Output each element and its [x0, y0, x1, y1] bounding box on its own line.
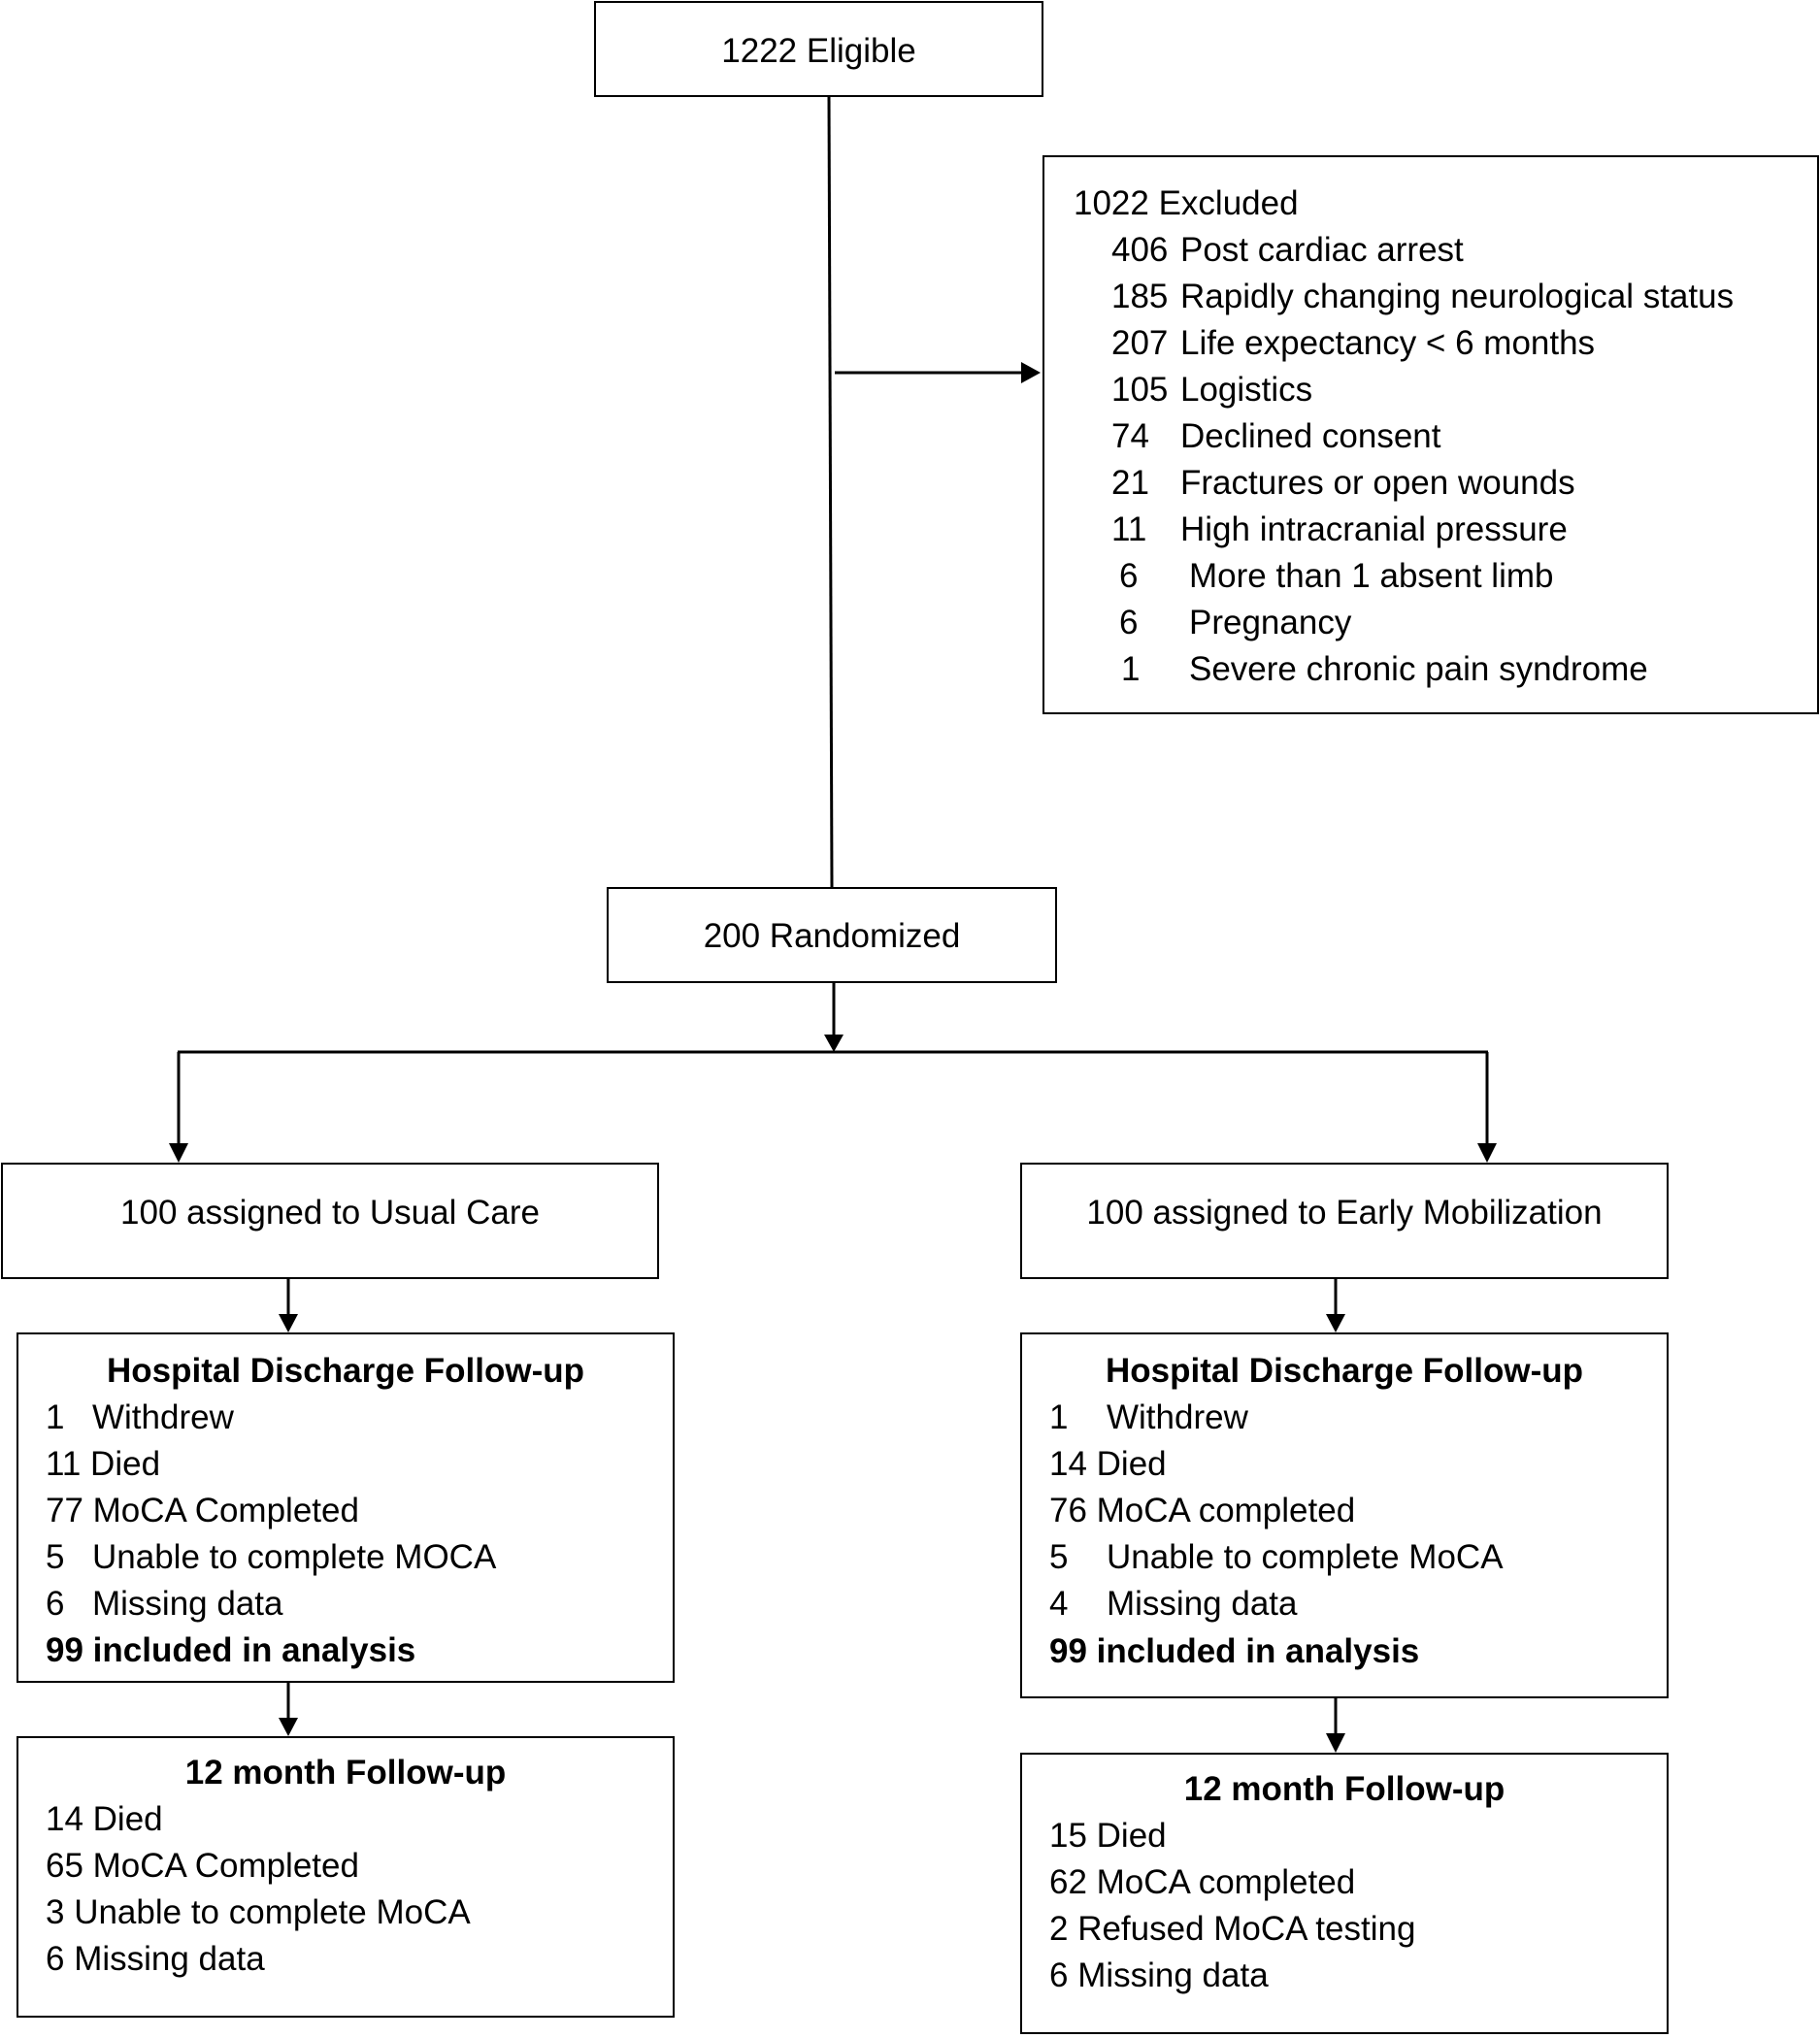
excluded-count: 185: [1111, 278, 1169, 315]
usual-care-assigned-label: 100 assigned to Usual Care: [120, 1194, 540, 1232]
usual-care-discharge-arrowhead: [279, 1314, 298, 1332]
usual-care-12month-line: 3 Unable to complete MoCA: [46, 1893, 471, 1931]
usual-care-12month-line: 65 MoCA Completed: [46, 1847, 359, 1885]
usual-care-died: 11 Died: [46, 1445, 161, 1483]
usual-care-12month-line: 14 Died: [46, 1800, 163, 1838]
usual-care-discharge-box: Hospital Discharge Follow-up 1 Withdrew …: [17, 1332, 675, 1683]
excluded-reason: Severe chronic pain syndrome: [1189, 650, 1648, 688]
randomized-box: 200 Randomized: [607, 887, 1057, 983]
usual-care-assigned-box: 100 assigned to Usual Care: [1, 1163, 659, 1279]
excluded-reason: Fractures or open wounds: [1180, 464, 1575, 502]
usual-care-unable-label: Unable to complete MOCA: [92, 1538, 497, 1576]
usual-care-moca-completed: 77 MoCA Completed: [46, 1492, 359, 1529]
early-mobilization-assigned-label: 100 assigned to Early Mobilization: [1086, 1194, 1603, 1232]
early-mob-12month-line: 2 Refused MoCA testing: [1049, 1910, 1416, 1948]
early-mob-moca-completed: 76 MoCA completed: [1049, 1492, 1356, 1529]
early-mobilization-assigned-box: 100 assigned to Early Mobilization: [1020, 1163, 1669, 1279]
excluded-reason: Declined consent: [1180, 417, 1441, 455]
usual-care-12month-title: 12 month Follow-up: [184, 1754, 507, 1791]
early-mobilization-12month-title: 12 month Follow-up: [1183, 1770, 1506, 1808]
excluded-count: 21: [1111, 464, 1149, 502]
excluded-reason: Logistics: [1180, 371, 1313, 409]
usual-care-unable-count: 5: [46, 1538, 65, 1576]
early-mobilization-12month-box: 12 month Follow-up 15 Died 62 MoCA compl…: [1020, 1753, 1669, 2034]
usual-care-withdrew-count: 1: [46, 1398, 65, 1436]
usual-care-withdrew-label: Withdrew: [92, 1398, 234, 1436]
early-mob-12month-line: 15 Died: [1049, 1817, 1167, 1855]
excluded-header: 1022 Excluded: [1074, 184, 1299, 222]
trunk-connector: [827, 96, 834, 888]
exclusion-arrowhead: [1021, 362, 1041, 383]
eligible-label: 1222 Eligible: [721, 32, 916, 70]
excluded-reason: Pregnancy: [1189, 604, 1352, 641]
early-mobilization-discharge-box: Hospital Discharge Follow-up 1 Withdrew …: [1020, 1332, 1669, 1698]
eligible-box: 1222 Eligible: [594, 1, 1043, 97]
excluded-count: 1: [1121, 650, 1141, 688]
early-mob-discharge-arrowhead: [1326, 1314, 1345, 1332]
early-mobilization-arrowhead: [1477, 1143, 1497, 1163]
usual-care-12month-arrowhead: [279, 1718, 298, 1736]
excluded-reason: More than 1 absent limb: [1189, 557, 1554, 595]
excluded-reason: Life expectancy < 6 months: [1180, 324, 1596, 362]
early-mob-missing-label: Missing data: [1107, 1585, 1298, 1623]
usual-care-arrowhead: [169, 1143, 188, 1163]
early-mob-unable-count: 5: [1049, 1538, 1069, 1576]
early-mob-12month-line: 6 Missing data: [1049, 1956, 1269, 1994]
excluded-count: 6: [1119, 557, 1139, 595]
usual-care-analysis: 99 included in analysis: [46, 1631, 416, 1669]
excluded-count: 74: [1111, 417, 1149, 455]
excluded-reason: High intracranial pressure: [1180, 510, 1568, 548]
excluded-count: 6: [1119, 604, 1139, 641]
usual-care-discharge-title: Hospital Discharge Follow-up: [107, 1352, 584, 1390]
early-mob-missing-count: 4: [1049, 1585, 1069, 1623]
early-mob-unable-label: Unable to complete MoCA: [1107, 1538, 1504, 1576]
usual-care-12month-box: 12 month Follow-up 14 Died 65 MoCA Compl…: [17, 1736, 675, 2018]
excluded-count: 406: [1111, 231, 1169, 269]
randomized-label: 200 Randomized: [703, 917, 961, 955]
excluded-box: 1022 Excluded 406 Post cardiac arrest 18…: [1042, 155, 1819, 714]
usual-care-missing-label: Missing data: [92, 1585, 283, 1623]
excluded-count: 11: [1111, 510, 1147, 548]
early-mob-withdrew-label: Withdrew: [1107, 1398, 1248, 1436]
early-mob-12month-line: 62 MoCA completed: [1049, 1863, 1356, 1901]
early-mobilization-discharge-title: Hospital Discharge Follow-up: [1106, 1352, 1583, 1390]
early-mob-died: 14 Died: [1049, 1445, 1167, 1483]
split-arrowhead: [824, 1035, 844, 1052]
usual-care-12month-line: 6 Missing data: [46, 1940, 265, 1978]
early-mob-withdrew-count: 1: [1049, 1398, 1069, 1436]
excluded-reason: Rapidly changing neurological status: [1180, 278, 1735, 315]
usual-care-missing-count: 6: [46, 1585, 65, 1623]
excluded-count: 207: [1111, 324, 1169, 362]
excluded-reason: Post cardiac arrest: [1180, 231, 1464, 269]
excluded-count: 105: [1111, 371, 1169, 409]
early-mob-12month-arrowhead: [1326, 1733, 1345, 1753]
early-mob-analysis: 99 included in analysis: [1049, 1632, 1420, 1670]
